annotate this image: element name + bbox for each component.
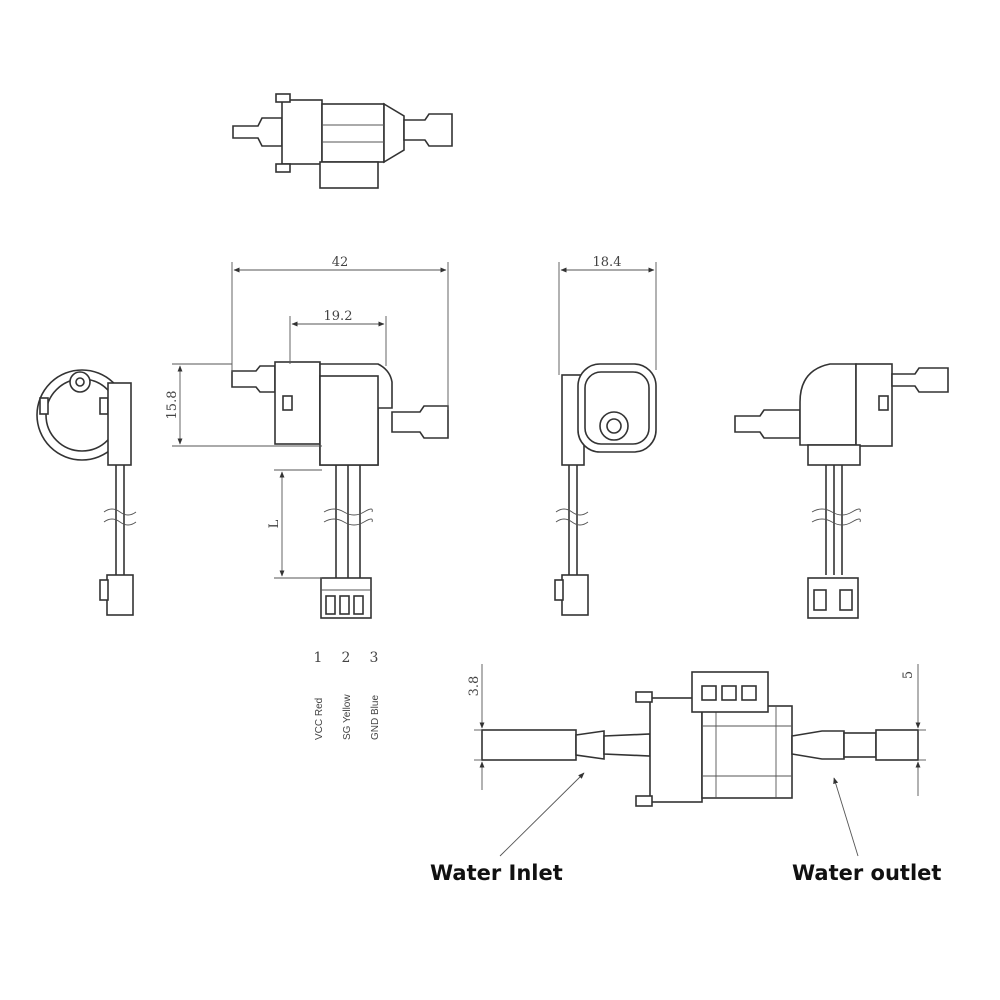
front-view bbox=[231, 361, 449, 619]
left-end-view bbox=[36, 369, 137, 616]
pin-number: 1 bbox=[314, 650, 323, 666]
pin-label: VCC Red bbox=[314, 698, 325, 740]
water-inlet-label: Water Inlet bbox=[430, 861, 563, 885]
dim-inlet-diameter: 3.8 bbox=[467, 676, 482, 697]
dimension-lines bbox=[172, 262, 926, 857]
dim-lead-length: L bbox=[267, 519, 282, 528]
pin-number: 2 bbox=[342, 650, 351, 666]
pin-legend: 1 2 3 VCC Red SG Yellow GND Blue bbox=[314, 650, 381, 740]
dim-height: 15.8 bbox=[165, 391, 180, 420]
pin-label: GND Blue bbox=[370, 695, 381, 740]
dim-inlet-offset: 19.2 bbox=[324, 309, 353, 324]
dim-outlet-diameter: 5 bbox=[901, 671, 916, 679]
bottom-detail-view bbox=[481, 671, 919, 807]
dim-width: 18.4 bbox=[593, 255, 622, 270]
side-view bbox=[554, 363, 657, 616]
pin-number: 3 bbox=[370, 650, 379, 666]
water-outlet-label: Water outlet bbox=[792, 861, 941, 885]
right-side-view bbox=[734, 363, 949, 619]
dim-overall-length: 42 bbox=[332, 255, 349, 270]
pin-label: SG Yellow bbox=[342, 694, 353, 740]
top-view bbox=[232, 93, 453, 189]
